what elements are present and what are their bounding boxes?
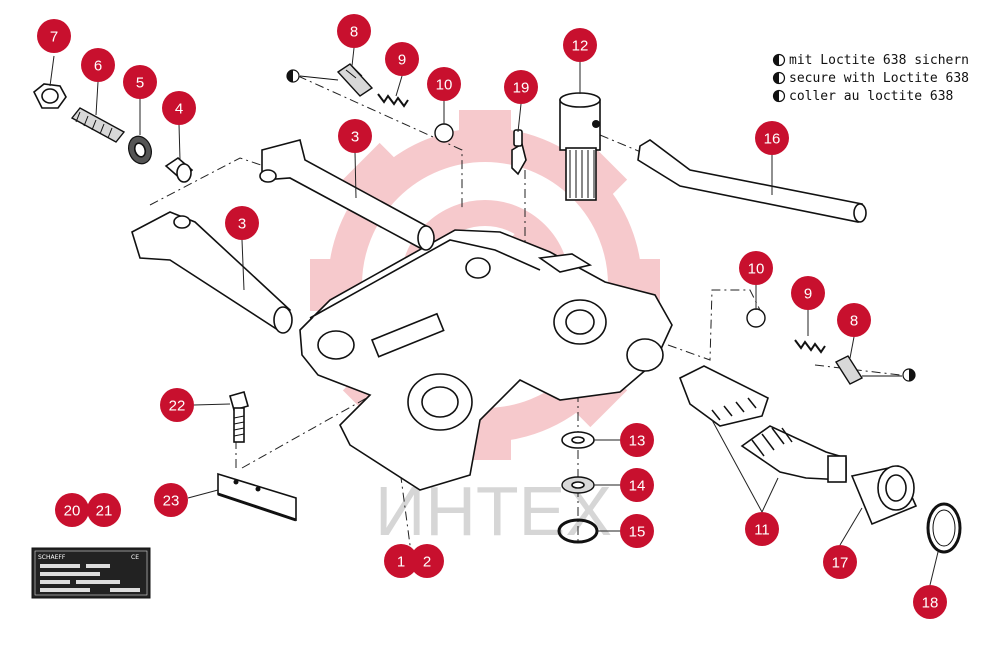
callout-badge: 10: [739, 251, 773, 285]
svg-text:10: 10: [748, 261, 765, 278]
set-screw-part-8-top: [299, 63, 374, 97]
callout-badge: 12: [563, 28, 597, 62]
pin-part-3-upper: [259, 139, 435, 251]
callout-badge: 21: [87, 493, 121, 527]
washer-part-13: [561, 431, 595, 449]
loctite-symbol-right-icon: [902, 368, 916, 382]
coupler-frame: [299, 229, 673, 491]
washer-part-14: [561, 476, 595, 494]
callout-badges: 7 6 5 4 8 9 10 3 3 19 12 16 10 9 8 22 13…: [37, 14, 947, 619]
callout-badge: 17: [823, 545, 857, 579]
spring-part-9-top: [377, 93, 409, 108]
svg-text:13: 13: [629, 433, 646, 450]
callout-badge: 9: [791, 276, 825, 310]
callout-badge: 18: [913, 585, 947, 619]
legend-line-fr: coller au loctite 638: [789, 89, 953, 104]
svg-text:22: 22: [169, 398, 186, 415]
svg-text:10: 10: [436, 77, 453, 94]
svg-text:14: 14: [629, 478, 646, 495]
leader-lines: [49, 47, 939, 586]
callout-badge: 7: [37, 19, 71, 53]
callout-badge: 8: [837, 303, 871, 337]
shaft-part-12: [559, 92, 601, 201]
callout-badge: 20: [55, 493, 89, 527]
nut-part-7: [32, 83, 67, 109]
svg-text:9: 9: [398, 52, 406, 69]
ball-part-10-right: [746, 308, 766, 328]
svg-text:2: 2: [423, 554, 431, 571]
callout-badge: 8: [337, 14, 371, 48]
callout-badge: 22: [160, 388, 194, 422]
callout-badge: 15: [620, 514, 654, 548]
svg-text:20: 20: [64, 503, 81, 520]
callout-badge: 14: [620, 468, 654, 502]
svg-text:8: 8: [850, 313, 858, 330]
callout-badge: 4: [162, 91, 196, 125]
wedge-part-11-right: [740, 425, 847, 483]
svg-text:18: 18: [922, 595, 939, 612]
svg-text:7: 7: [50, 29, 58, 46]
callout-badge: 2: [410, 544, 444, 578]
legend-line-de: mit Loctite 638 sichern: [789, 53, 969, 68]
stud-part-6: [70, 107, 126, 143]
svg-text:3: 3: [238, 216, 246, 233]
callout-badge: 3: [338, 119, 372, 153]
svg-text:16: 16: [764, 131, 781, 148]
svg-text:15: 15: [629, 524, 646, 541]
svg-text:11: 11: [754, 522, 770, 539]
callout-badge: 1: [384, 544, 418, 578]
legend-line-en: secure with Loctite 638: [789, 71, 969, 86]
callout-badge: 13: [620, 423, 654, 457]
type-plate-part-20-21: SCHAEFF CE: [31, 547, 151, 599]
svg-text:23: 23: [163, 493, 180, 510]
loctite-legend: mit Loctite 638 sichern secure with Loct…: [772, 53, 969, 104]
svg-text:21: 21: [96, 503, 113, 520]
bushing-part-4: [164, 156, 194, 183]
sleeve-part-17: [850, 465, 918, 526]
spring-part-9-right: [794, 339, 826, 354]
circlip-part-18: [926, 502, 962, 554]
strip-part-23: [217, 472, 297, 522]
wedge-part-11-left: [678, 365, 769, 427]
loctite-symbol-icon: [286, 69, 300, 83]
callout-badge: 11: [745, 512, 779, 546]
svg-text:19: 19: [513, 80, 530, 97]
callout-badge: 16: [755, 121, 789, 155]
ball-part-10-top: [434, 123, 454, 143]
svg-text:17: 17: [832, 555, 849, 572]
svg-text:8: 8: [350, 24, 358, 41]
svg-text:12: 12: [572, 38, 589, 55]
callout-badge: 19: [504, 70, 538, 104]
grease-nipple-part-19: [511, 129, 527, 176]
callout-badge: 10: [427, 67, 461, 101]
washer-part-5: [128, 135, 152, 165]
callout-badge: 9: [385, 42, 419, 76]
bolt-part-22: [229, 391, 249, 443]
svg-text:1: 1: [397, 554, 405, 571]
svg-text:5: 5: [136, 75, 144, 92]
set-screw-part-8-right: [834, 355, 902, 385]
callout-badge: 5: [123, 65, 157, 99]
svg-text:4: 4: [175, 101, 183, 118]
lever-part-16: [637, 139, 867, 223]
callout-badge: 23: [154, 483, 188, 517]
svg-text:9: 9: [804, 286, 812, 303]
svg-text:3: 3: [351, 129, 359, 146]
type-plate-brand: SCHAEFF: [38, 554, 66, 561]
assembly-axes: [149, 75, 901, 561]
callout-badge: 3: [225, 206, 259, 240]
loctite-legend-icon: [772, 53, 786, 103]
callout-badge: 6: [81, 48, 115, 82]
pin-part-3-lower: [131, 211, 293, 334]
svg-text:6: 6: [94, 58, 102, 75]
type-plate-mark: CE: [131, 554, 139, 561]
